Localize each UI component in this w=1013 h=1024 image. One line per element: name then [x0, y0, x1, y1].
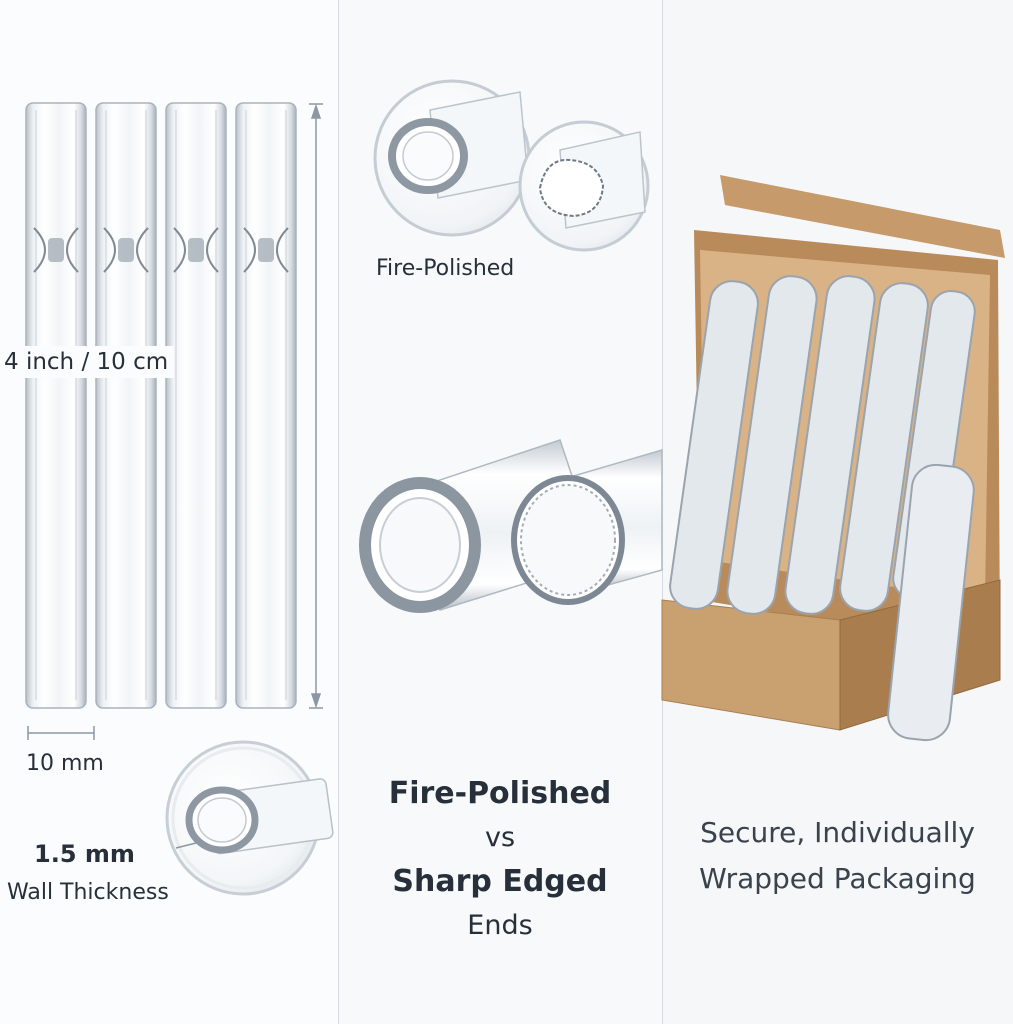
edge-comparison-caption: Fire-Polished vs Sharp Edged Ends — [338, 772, 662, 948]
packaging-caption: Secure, Individually Wrapped Packaging — [662, 810, 1013, 902]
length-dimension-line — [309, 103, 323, 709]
glass-tube — [235, 102, 297, 709]
glass-tube — [165, 102, 227, 709]
wall-thickness-label: Wall Thickness — [7, 880, 169, 905]
caption-vs: vs — [484, 822, 516, 853]
wall-thickness-value: 1.5 mm — [34, 840, 135, 868]
diameter-dimension-line — [27, 726, 95, 740]
packaging-caption-line1: Secure, Individually — [700, 816, 975, 849]
glass-tube — [25, 102, 87, 709]
glass-tube — [95, 102, 157, 709]
packaging-caption-line2: Wrapped Packaging — [699, 862, 976, 895]
length-label: 4 inch / 10 cm — [4, 346, 175, 378]
caption-fire-polished: Fire-Polished — [388, 776, 612, 811]
caption-sharp-edged: Sharp Edged — [392, 864, 608, 899]
diameter-label: 10 mm — [26, 751, 104, 776]
caption-ends: Ends — [467, 910, 533, 941]
fire-polished-top-label: Fire-Polished — [376, 256, 515, 281]
wall-thickness-magnifier — [165, 740, 334, 896]
glass-tubes-illustration — [25, 102, 334, 896]
panel-divider-left — [338, 0, 339, 1024]
